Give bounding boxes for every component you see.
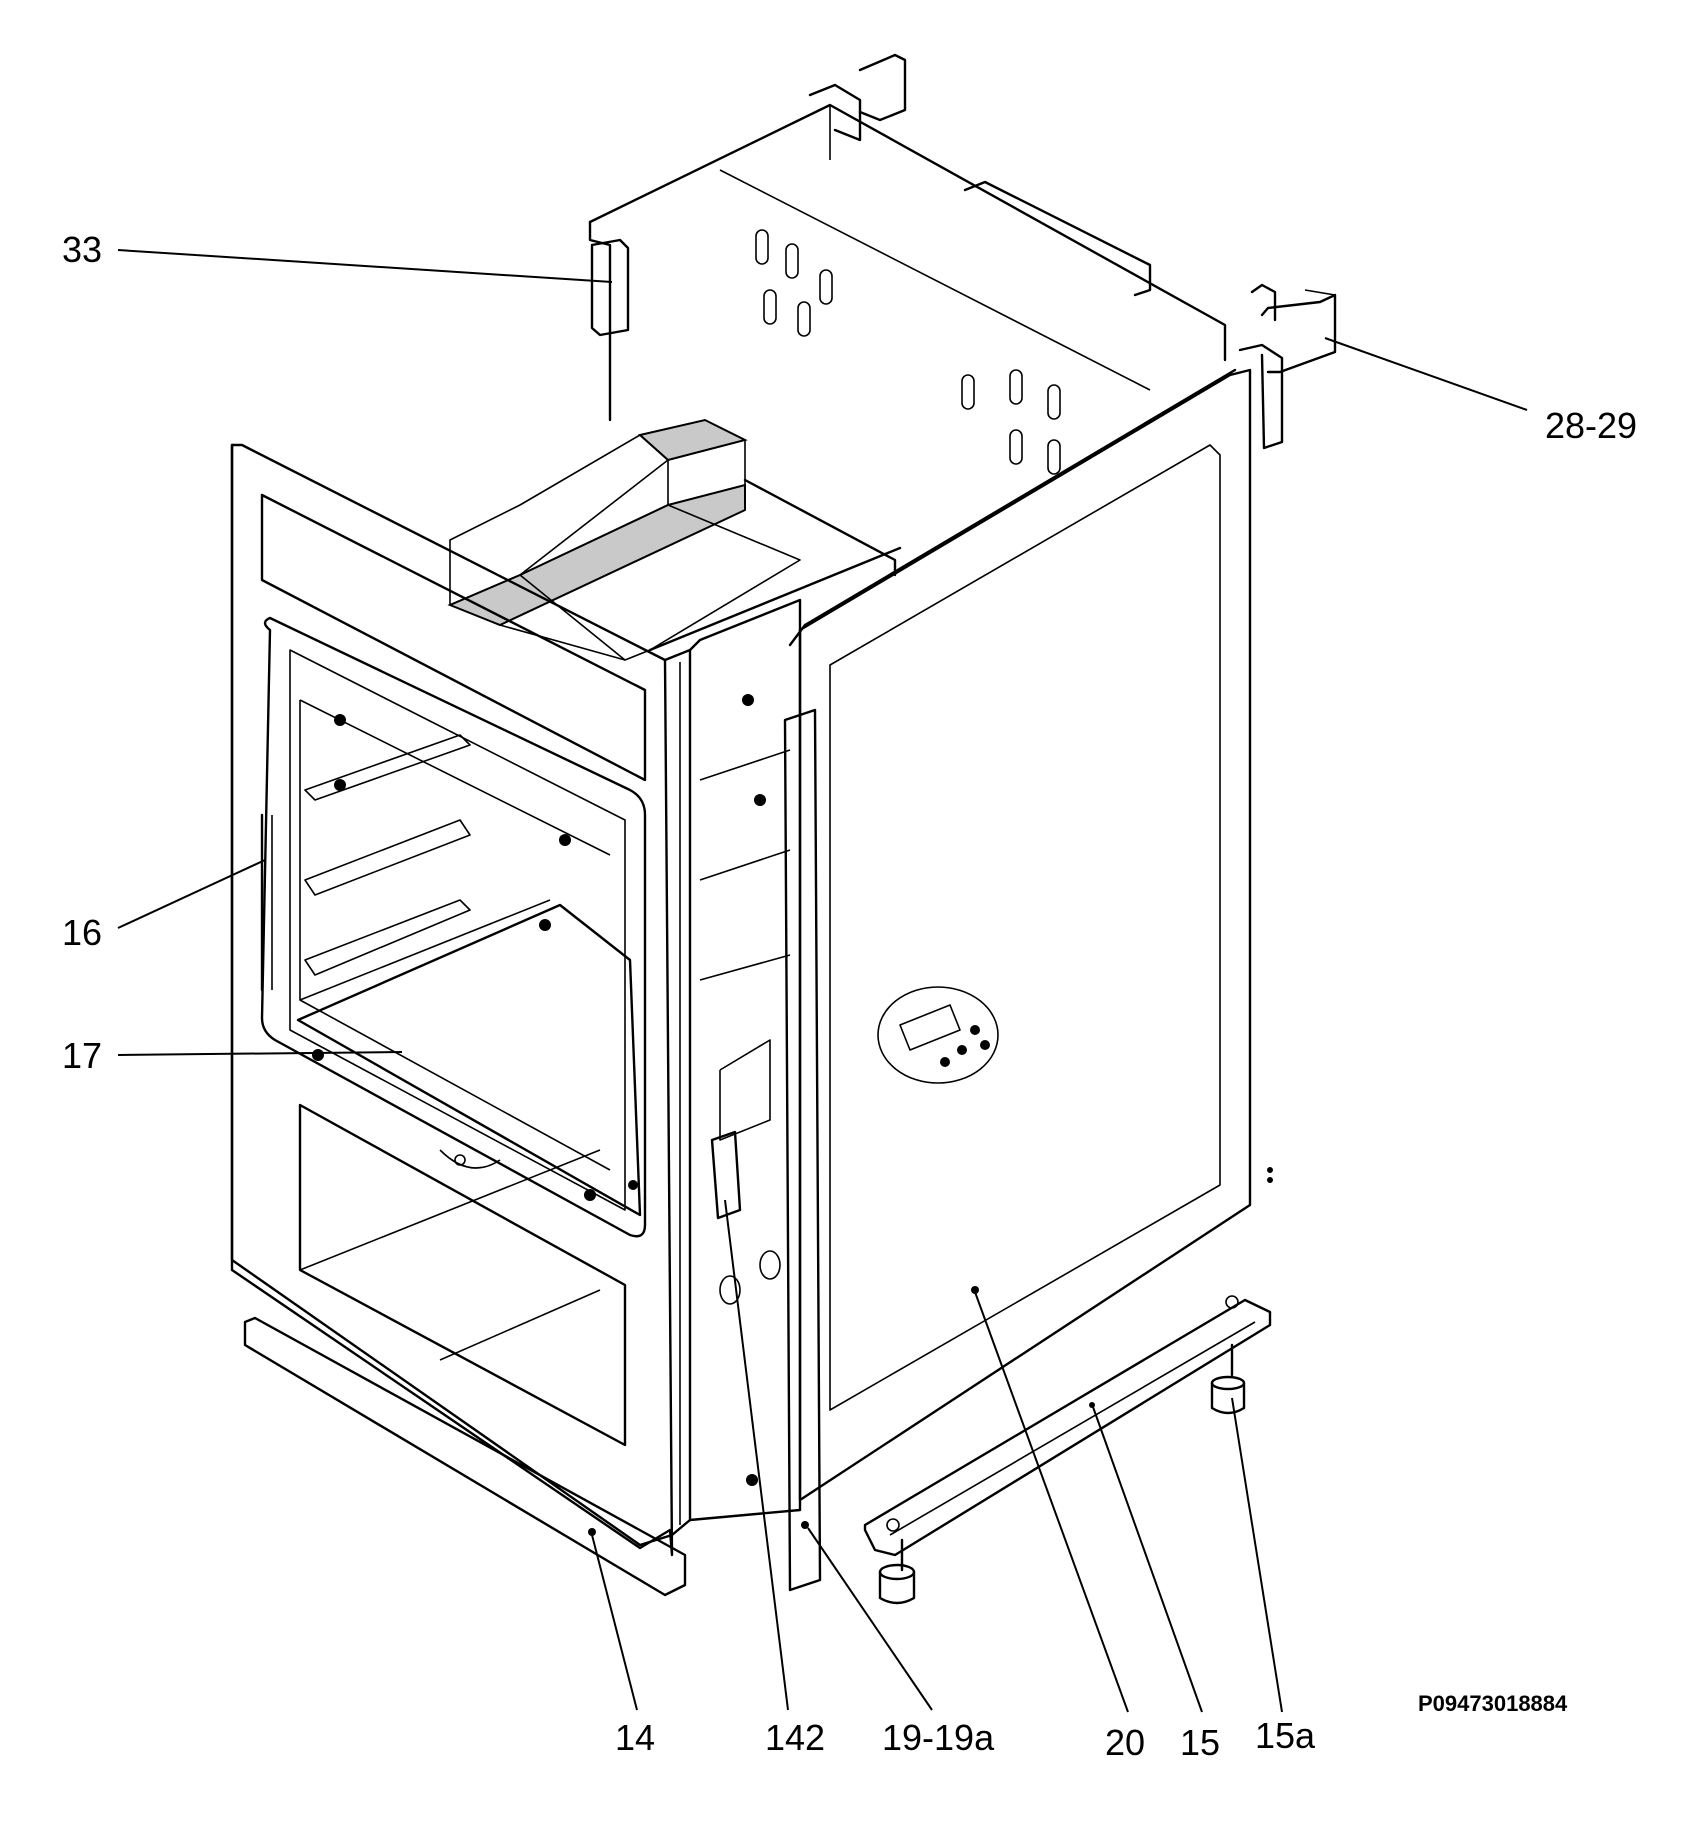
leader-19-19a (807, 1527, 933, 1711)
part-142-hinge (710, 1130, 742, 1220)
callout-33: 33 (62, 229, 102, 270)
leader-15 (1092, 1406, 1203, 1713)
callout-17: 17 (62, 1035, 102, 1076)
part-14-kick-plate (243, 1316, 687, 1597)
part-20-side-panel (788, 368, 1273, 1502)
callout-142: 142 (765, 1717, 825, 1758)
rear-panel-slots (755, 229, 1061, 475)
leader-16 (117, 859, 266, 929)
part-17-cavity-floor (296, 903, 642, 1217)
part-19-19a-strip (783, 708, 822, 1592)
callout-15: 15 (1180, 1722, 1220, 1763)
leader-14 (591, 1534, 638, 1711)
rear-cabinet-assembly (588, 53, 1227, 475)
cavity-top-insulation (447, 418, 902, 661)
callout-16: 16 (62, 912, 102, 953)
callout-14: 14 (615, 1717, 655, 1758)
callout-19-19a: 19-19a (882, 1717, 995, 1758)
part-15a-leveling-foot-left (878, 1538, 916, 1605)
front-frame-assembly (230, 443, 692, 1557)
callout-labels: 33 28-29 16 17 14 142 19-19a 20 15 15a P… (62, 229, 1637, 1763)
leader-28-29 (1324, 337, 1528, 411)
leader-lines (117, 249, 1528, 1713)
part-15-rail (863, 1295, 1272, 1557)
callout-28-29: 28-29 (1545, 405, 1637, 446)
leader-17 (117, 1051, 403, 1056)
leader-20 (974, 1291, 1129, 1713)
leader-15a (1231, 1397, 1283, 1713)
part-28-29-bracket (1238, 283, 1337, 450)
callout-20: 20 (1105, 1722, 1145, 1763)
leader-33 (117, 249, 613, 283)
part-33-block (590, 238, 630, 337)
callout-15a: 15a (1255, 1715, 1316, 1756)
leader-142 (724, 1199, 789, 1711)
part-15a-leveling-foot-right (1210, 1343, 1246, 1415)
drawing-reference: P09473018884 (1418, 1691, 1568, 1716)
cavity-side-frame (688, 598, 802, 1522)
